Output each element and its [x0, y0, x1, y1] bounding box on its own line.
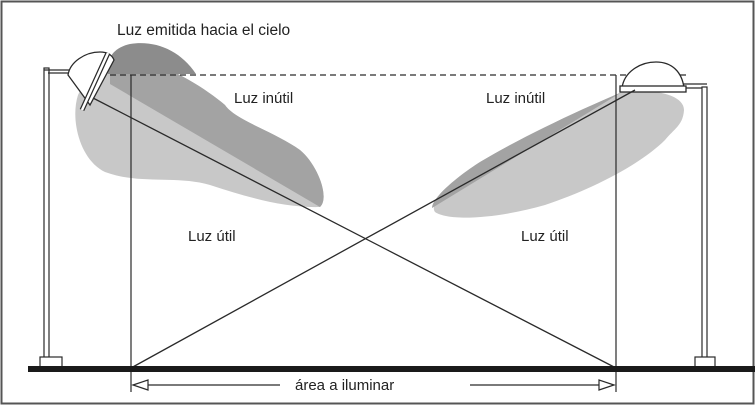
- sky-light-label: Luz emitida hacia el cielo: [117, 22, 290, 39]
- right-useful-light-label: Luz útil: [521, 228, 569, 245]
- left-useless-light-label: Luz inútil: [234, 90, 293, 107]
- right-lamp-glass: [619, 85, 687, 93]
- area-label: área a iluminar: [295, 377, 394, 394]
- left-street-light: [39, 51, 115, 368]
- area-dimension-arrow: [131, 379, 616, 391]
- left-luminaire: [67, 51, 115, 112]
- left-light-ray: [92, 97, 617, 369]
- right-light-ray: [130, 89, 636, 369]
- right-pole-base: [694, 356, 716, 368]
- right-street-light: [619, 61, 716, 368]
- right-pole: [701, 86, 708, 361]
- left-pole-base: [39, 356, 63, 368]
- right-luminaire: [619, 61, 687, 93]
- left-useless-light-region: [110, 58, 324, 208]
- arrow-left-head: [131, 379, 149, 391]
- left-sky-light-region: [107, 43, 196, 74]
- ground: [28, 366, 755, 372]
- left-pole: [43, 67, 50, 361]
- left-useful-light-label: Luz útil: [188, 228, 236, 245]
- right-useless-light-label: Luz inútil: [486, 90, 545, 107]
- arrow-right-head: [598, 379, 616, 391]
- left-light-distribution: [75, 43, 324, 208]
- right-useful-light-region: [433, 90, 684, 218]
